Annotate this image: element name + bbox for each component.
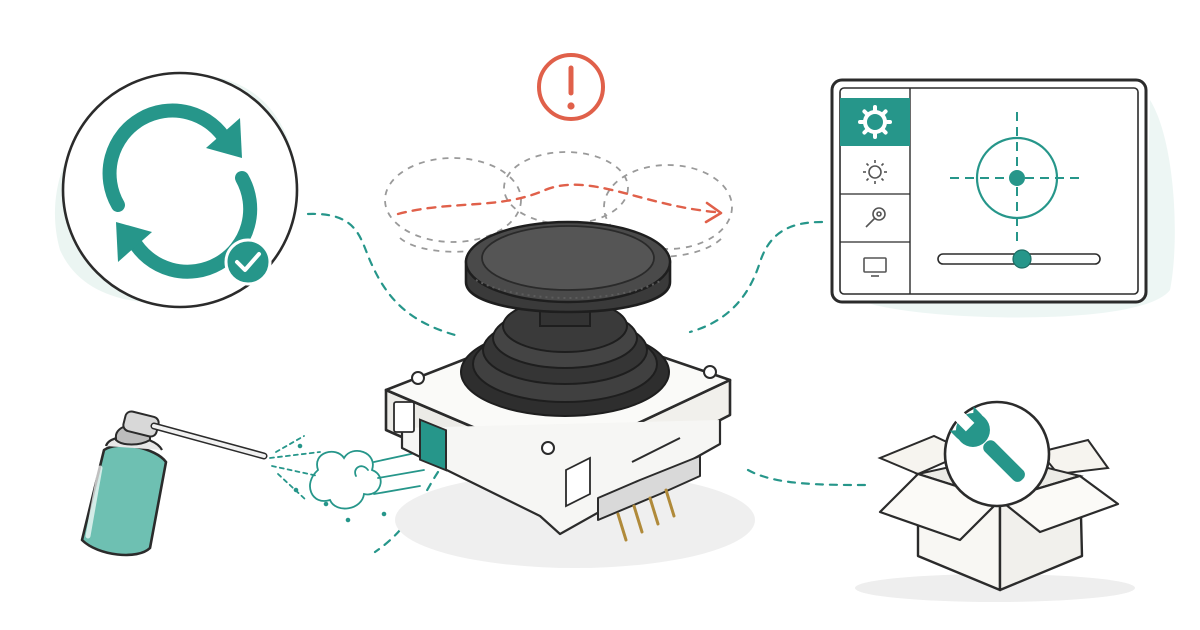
- compressed-air-can-icon: [80, 410, 268, 557]
- display-icon: [863, 257, 887, 277]
- connector-settings: [688, 220, 824, 334]
- controller-icon: [865, 207, 886, 228]
- calibration-crosshair: [950, 112, 1085, 242]
- repair-box-wrench-icon: [855, 400, 1135, 602]
- exclamation-circle-icon: [537, 53, 605, 121]
- brightness-icon: [863, 160, 887, 184]
- air-spray-icon: [269, 435, 425, 523]
- sync-check-icon: [54, 71, 299, 309]
- drift-ghost-positions: [384, 151, 733, 258]
- calibration-slider: [937, 249, 1101, 269]
- gear-icon: [858, 105, 892, 139]
- drift-arrow: [396, 183, 717, 216]
- wrench-icon: [949, 406, 1025, 482]
- connector-repair: [746, 468, 872, 487]
- connector-recalibrate: [306, 212, 457, 337]
- analog-stick-module-icon: [384, 220, 755, 568]
- settings-calibration-screen-icon: [830, 78, 1175, 318]
